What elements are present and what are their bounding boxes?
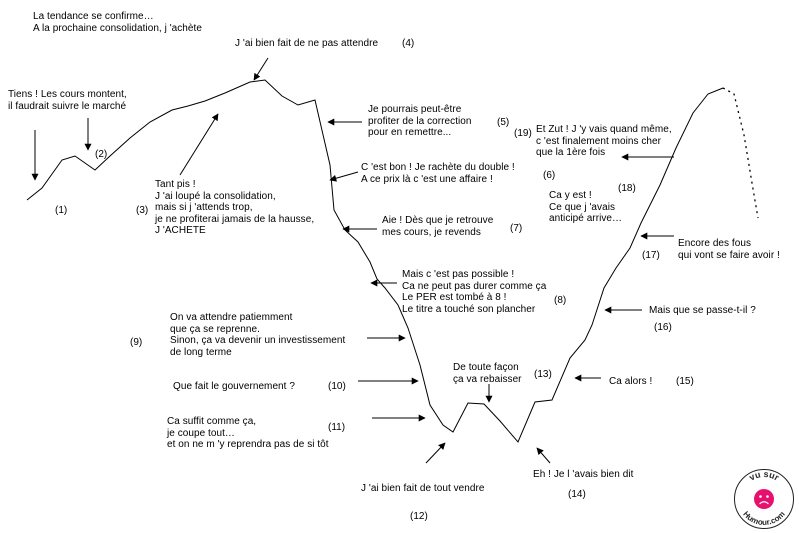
annotation-7: Aie ! Dès que je retrouve mes cours, je … xyxy=(382,215,494,238)
step-number-5: (5) xyxy=(497,117,510,128)
price-curve-dotted xyxy=(722,87,759,219)
step-number-3: (3) xyxy=(136,205,149,216)
step-number-7: (7) xyxy=(510,223,523,234)
annotation-2: Tiens ! Les cours montent, il faudrait s… xyxy=(8,89,127,112)
step-number-15: (15) xyxy=(676,376,694,387)
arrow-14 xyxy=(536,447,551,464)
annotation-10: Que fait le gouvernement ? xyxy=(173,381,295,392)
annotation-1: La tendance se confirme… A la prochaine … xyxy=(33,11,202,34)
arrow-12 xyxy=(425,442,446,464)
step-number-4: (4) xyxy=(402,38,415,49)
price-curve xyxy=(26,79,724,443)
annotation-6: C 'est bon ! Je rachète du double ! A ce… xyxy=(361,162,515,185)
arrow-4 xyxy=(253,57,269,81)
logo-top-text: vu sur xyxy=(747,469,781,483)
step-number-13: (13) xyxy=(534,369,552,380)
step-number-16: (16) xyxy=(654,322,672,333)
annotation-16: Mais que se passe-t-il ? xyxy=(649,305,756,316)
annotation-17: Encore des fous qui vont se faire avoir … xyxy=(678,238,780,261)
annotation-3: Tant pis ! J 'ai loupé la consolidation,… xyxy=(155,179,315,237)
step-number-18: (18) xyxy=(618,183,636,194)
annotation-9: On va attendre patiemment que ça se repr… xyxy=(170,312,346,358)
step-number-2: (2) xyxy=(95,149,108,160)
arrow-6 xyxy=(329,171,359,182)
sad-face-icon xyxy=(754,489,774,509)
step-number-10: (10) xyxy=(328,381,346,392)
annotation-13: De toute façon ça va rebaisser xyxy=(453,362,522,385)
step-number-9: (9) xyxy=(130,337,143,348)
step-number-12: (12) xyxy=(410,511,428,522)
annotation-14: Eh ! Je l 'avais bien dit xyxy=(533,469,634,480)
step-number-8: (8) xyxy=(554,295,567,306)
step-number-11: (11) xyxy=(328,422,346,433)
step-number-19: (19) xyxy=(514,128,532,139)
annotation-19: Et Zut ! J 'y vais quand même, c 'est fi… xyxy=(536,124,672,159)
annotation-5: Je pourrais peut-être profiter de la cor… xyxy=(368,104,472,139)
step-number-17: (17) xyxy=(642,250,660,261)
annotation-12: J 'ai bien fait de tout vendre xyxy=(361,483,485,494)
step-number-1: (1) xyxy=(55,205,68,216)
annotation-11: Ca suffit comme ça, je coupe tout… et on… xyxy=(167,416,329,451)
annotation-15: Ca alors ! xyxy=(609,376,653,387)
svg-text:vu sur: vu sur xyxy=(747,469,781,483)
site-logo: vu sur Humour.com xyxy=(734,469,794,529)
annotation-18: Ca y est ! Ce que j 'avais anticipé arri… xyxy=(549,190,623,225)
step-number-6: (6) xyxy=(543,170,556,181)
annotation-8: Mais c 'est pas possible ! Ca ne peut pa… xyxy=(402,269,547,315)
step-number-14: (14) xyxy=(568,489,586,500)
annotation-4: J 'ai bien fait de ne pas attendre xyxy=(235,38,379,49)
arrow-3 xyxy=(179,113,219,176)
